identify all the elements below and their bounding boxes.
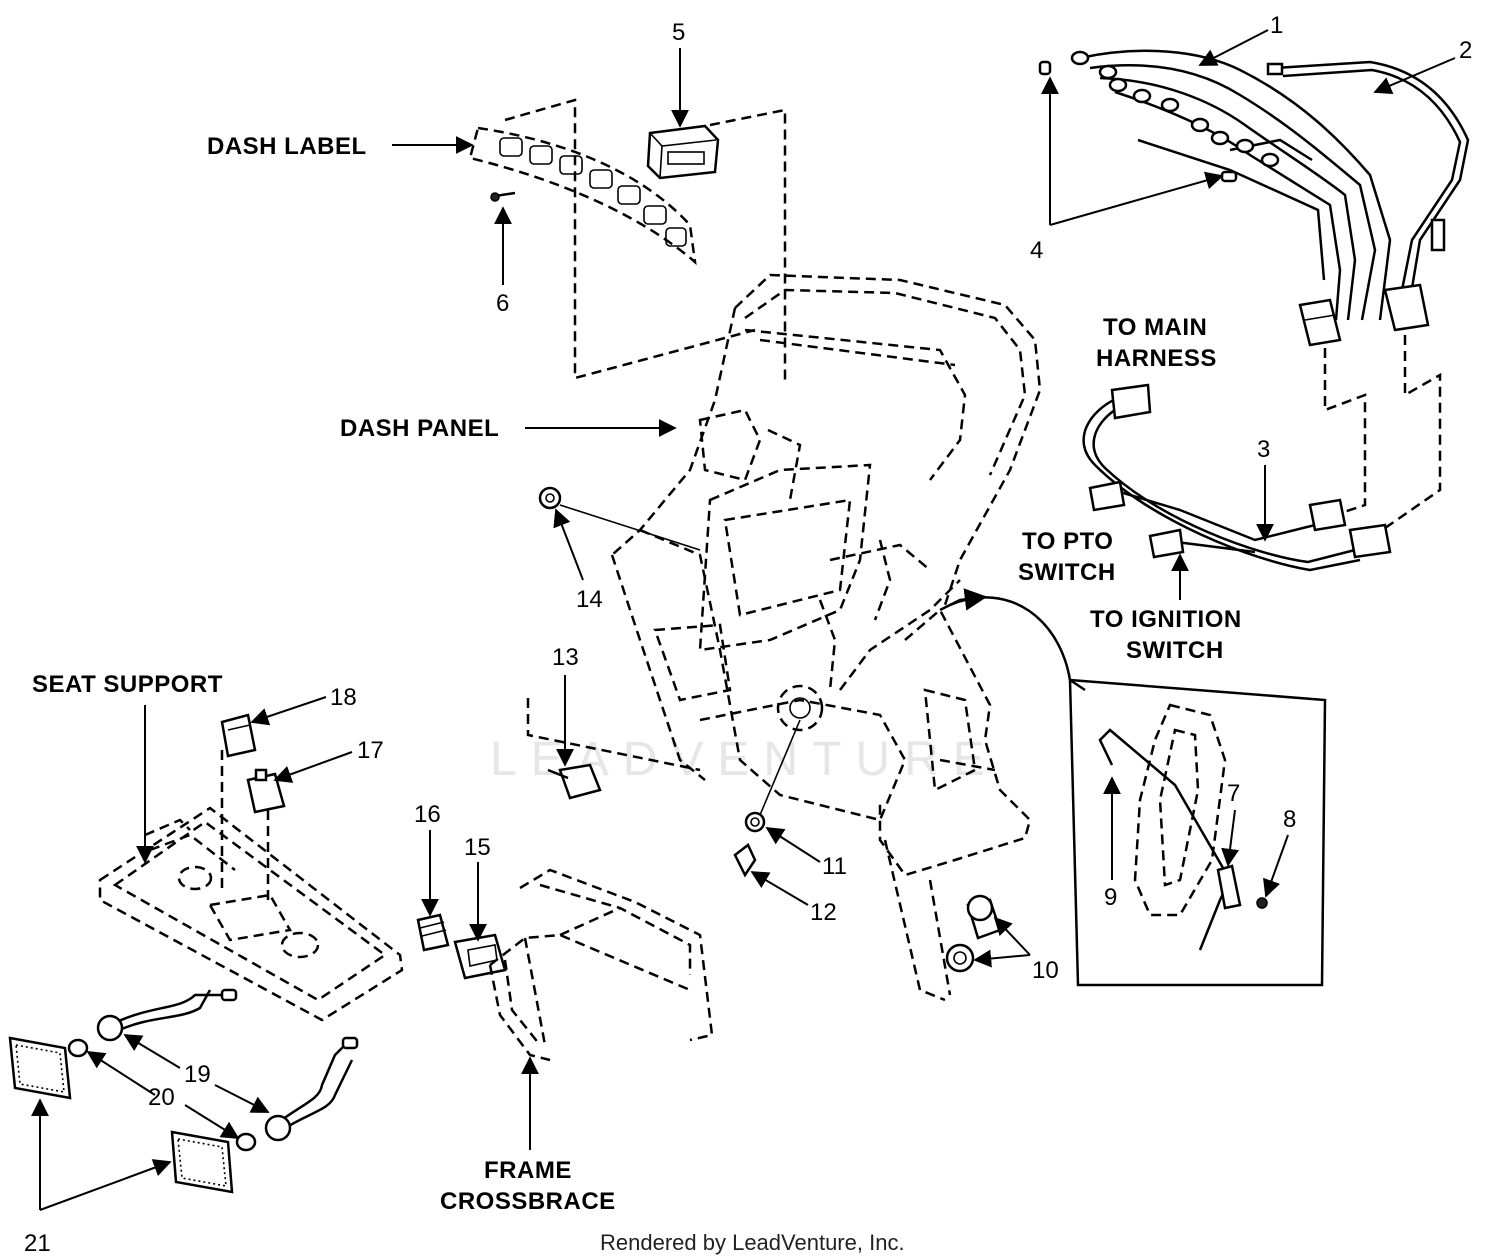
label-frame-crossbrace-line1: FRAME: [484, 1157, 572, 1184]
guide-line-hourmeter: [709, 108, 787, 385]
callout-10: 10: [1032, 957, 1059, 984]
guide-line-harness-1: [1323, 348, 1367, 517]
callout-7: 7: [1227, 780, 1240, 807]
switch-part-15: [453, 933, 507, 980]
label-seat-support: SEAT SUPPORT: [32, 671, 223, 698]
guide-line-11: [759, 719, 801, 816]
guide-line-14: [559, 504, 701, 551]
ignition-switch-part: [945, 894, 1002, 973]
guide-line-harness-2: [1374, 335, 1442, 537]
callout-2: 2: [1459, 37, 1472, 64]
wire-harness-2-part: [1266, 60, 1470, 332]
dash-panel-part: [610, 273, 1042, 1002]
callout-20: 20: [148, 1084, 175, 1111]
callout-15: 15: [464, 834, 491, 861]
callout-5: 5: [672, 19, 685, 46]
wire-harness-3-part: [1082, 383, 1392, 572]
socket-part-16: [416, 913, 450, 952]
callout-16: 16: [414, 801, 441, 828]
lamp-harness-19-part: [96, 988, 359, 1142]
callout-3: 3: [1257, 436, 1270, 463]
wire-harness-1-part: [1070, 49, 1392, 347]
label-to-pto-switch-line2: SWITCH: [1018, 559, 1116, 586]
relay-switch-part: [246, 768, 286, 814]
frame-crossbrace-part: [488, 868, 714, 1062]
nut-part-14: [538, 486, 562, 510]
screw-part: [490, 191, 516, 202]
callout-12: 12: [810, 899, 837, 926]
terminal-pins-part: [1038, 60, 1238, 183]
label-dash-panel: DASH PANEL: [340, 415, 499, 442]
render-credit: Rendered by LeadVenture, Inc.: [600, 1230, 905, 1255]
detail-inset: [949, 596, 1327, 987]
callout-18: 18: [330, 684, 357, 711]
toggle-switch-part: [526, 698, 701, 800]
label-to-ignition-switch-line1: TO IGNITION: [1090, 606, 1242, 633]
key-part: [733, 843, 757, 878]
label-to-main-harness-line1: TO MAIN: [1103, 314, 1207, 341]
seat-support-part: [98, 806, 404, 1022]
label-dash-label: DASH LABEL: [207, 133, 367, 160]
callout-6: 6: [496, 290, 509, 317]
guide-line-dash-label: [504, 98, 756, 380]
hour-meter-part: [646, 124, 720, 180]
callout-13: 13: [552, 644, 579, 671]
callout-19: 19: [184, 1061, 211, 1088]
callout-11: 11: [822, 853, 847, 880]
headlight-lens-part: [8, 1036, 234, 1194]
label-frame-crossbrace-line2: CROSSBRACE: [440, 1188, 616, 1215]
nut-part-11: [744, 811, 766, 833]
callout-21: 21: [24, 1230, 51, 1257]
seat-switch-part: [220, 713, 257, 758]
callout-14: 14: [576, 586, 603, 613]
callout-9: 9: [1104, 884, 1117, 911]
callout-4: 4: [1030, 237, 1043, 264]
leader-lines: [31, 29, 1456, 1211]
dash-label-part: [468, 126, 697, 266]
callout-8: 8: [1283, 806, 1296, 833]
callout-1: 1: [1270, 12, 1283, 39]
inset-pointer: [939, 588, 988, 612]
callout-17: 17: [357, 737, 384, 764]
label-to-pto-switch-line1: TO PTO: [1022, 528, 1113, 555]
label-to-ignition-switch-line2: SWITCH: [1126, 637, 1224, 664]
label-to-main-harness-line2: HARNESS: [1096, 345, 1217, 372]
bulb-part-20: [67, 1038, 257, 1152]
